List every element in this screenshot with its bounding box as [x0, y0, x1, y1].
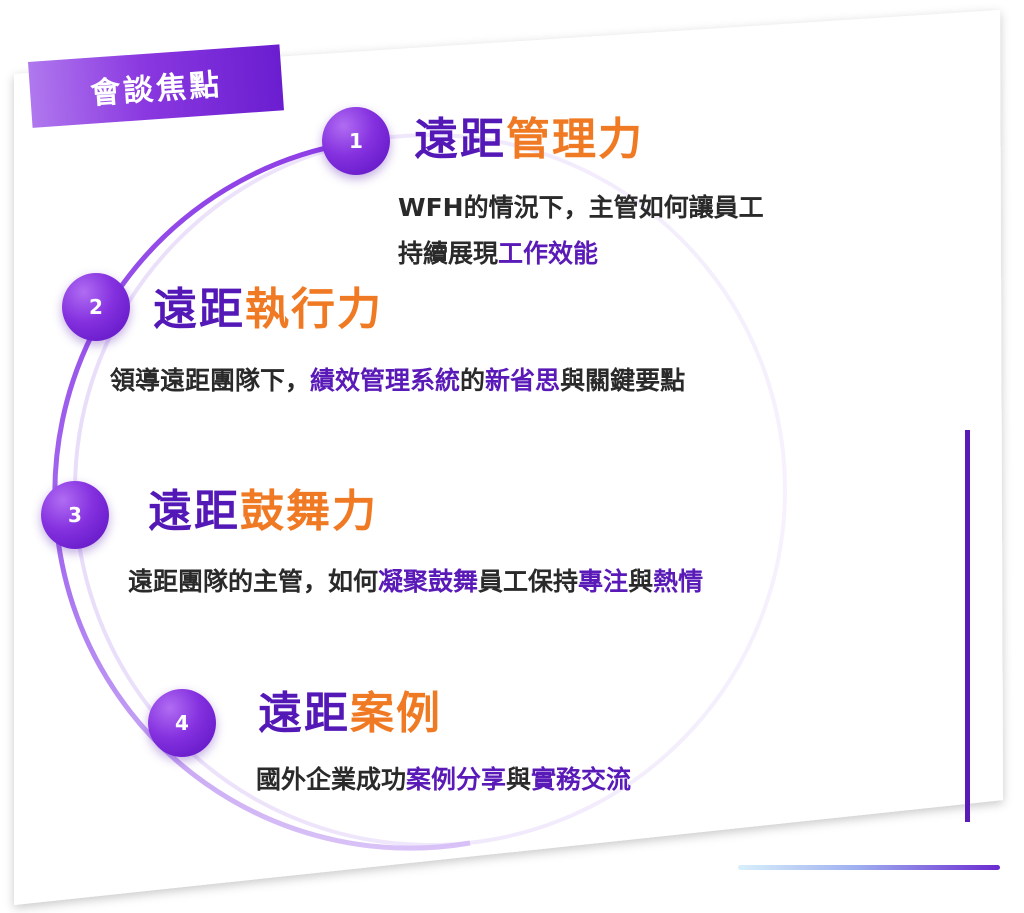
item-2-title-keyword: 執行力 — [245, 284, 383, 335]
vertical-accent-bar — [965, 430, 970, 822]
item-1-desc-line1: WFH的情況下，主管如何讓員工 — [398, 193, 764, 222]
item-2-desc-text-c: 與關鍵要點 — [560, 366, 686, 395]
item-1-title-prefix: 遠距 — [414, 114, 506, 165]
item-1-desc-line2: 持續展現工作效能 — [398, 239, 598, 269]
item-3-title: 遠距鼓舞力 — [148, 490, 378, 534]
item-4-desc: 國外企業成功案例分享與實務交流 — [256, 765, 631, 795]
item-3-desc-text-b: 員工保持 — [478, 567, 579, 596]
item-4-title-keyword: 案例 — [350, 688, 442, 739]
item-1-desc-text: 持續展現 — [398, 239, 499, 268]
item-1-title-keyword: 管理力 — [506, 114, 644, 165]
step-number-2: 2 — [62, 273, 130, 341]
item-4-title: 遠距案例 — [258, 692, 442, 736]
item-2-desc-text-a: 領導遠距團隊下， — [110, 366, 311, 395]
bottom-accent-line — [738, 865, 1000, 870]
item-4-desc-highlight-a: 案例分享 — [406, 765, 507, 794]
item-2-desc-highlight-b: 新省思 — [485, 366, 561, 395]
item-1-title: 遠距管理力 — [414, 118, 644, 162]
item-2-title: 遠距執行力 — [153, 288, 383, 332]
item-4-desc-highlight-b: 實務交流 — [531, 765, 632, 794]
item-4-desc-text-a: 國外企業成功 — [256, 765, 407, 794]
item-3-desc-text-a: 遠距團隊的主管，如何 — [128, 567, 379, 596]
item-3-desc-highlight-a: 凝聚鼓舞 — [378, 567, 479, 596]
step-number-1: 1 — [322, 107, 390, 175]
item-3-desc-text-c: 與 — [628, 567, 654, 596]
item-3-desc: 遠距團隊的主管，如何凝聚鼓舞員工保持專注與熱情 — [128, 567, 703, 597]
item-4-title-prefix: 遠距 — [258, 688, 350, 739]
item-3-title-keyword: 鼓舞力 — [240, 486, 378, 537]
item-2-desc-text-b: 的 — [460, 366, 486, 395]
step-number-4: 4 — [148, 689, 216, 757]
step-number-3: 3 — [41, 481, 109, 549]
item-2-title-prefix: 遠距 — [153, 284, 245, 335]
item-3-title-prefix: 遠距 — [148, 486, 240, 537]
item-4-desc-text-b: 與 — [506, 765, 532, 794]
item-1-desc-highlight: 工作效能 — [498, 239, 599, 268]
item-2-desc-highlight-a: 績效管理系統 — [310, 366, 461, 395]
item-3-desc-highlight-b: 專注 — [578, 567, 629, 596]
item-2-desc: 領導遠距團隊下，績效管理系統的新省思與關鍵要點 — [110, 366, 685, 396]
item-3-desc-highlight-c: 熱情 — [653, 567, 704, 596]
